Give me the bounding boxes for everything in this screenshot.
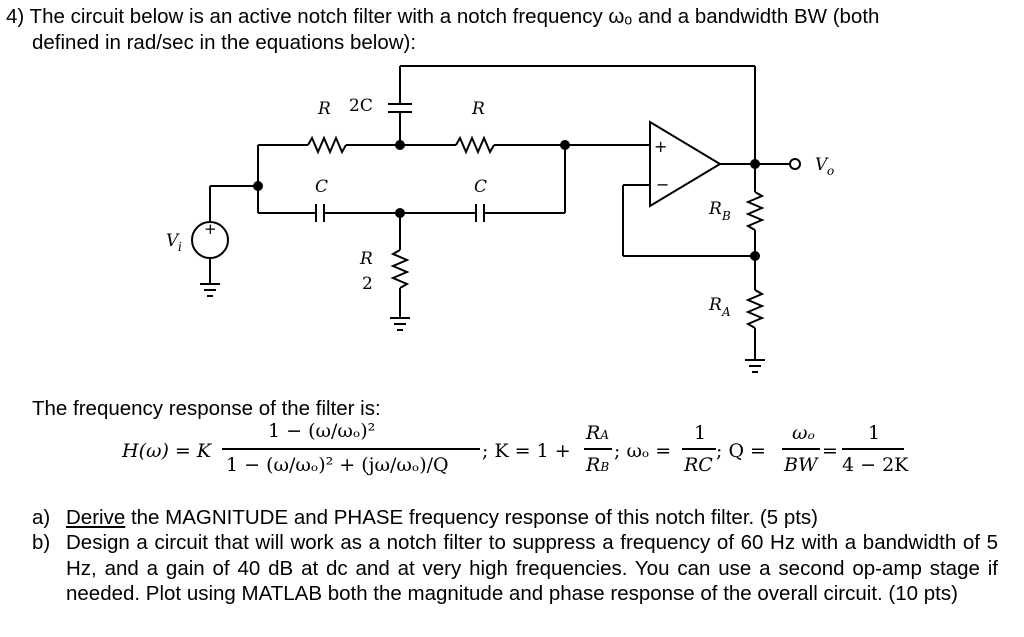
part-b-label: b)	[32, 531, 51, 554]
part-b-text: Design a circuit that will work as a not…	[66, 531, 998, 605]
label-r-top-right: R	[471, 99, 485, 119]
part-a-label: a)	[32, 506, 51, 529]
part-a: a) Derive the MAGNITUDE and PHASE freque…	[32, 505, 1012, 531]
q-numerator: ωₒ	[792, 422, 815, 444]
k-denominator: RB	[586, 454, 610, 476]
w-numerator: 1	[694, 422, 707, 444]
opamp-plus-sign: +	[654, 137, 667, 156]
junction-dot	[395, 140, 405, 150]
w-denominator: RC	[684, 454, 713, 476]
k-fraction-bar	[584, 448, 612, 450]
q-lhs: ; Q =	[716, 440, 766, 462]
q2-denominator: 4 − 2K	[842, 454, 909, 476]
h-denominator: 1 − (ω/ωₒ)² + (jω/ωₒ)/Q	[226, 454, 449, 476]
junction-dot	[560, 140, 570, 150]
response-heading: The frequency response of the filter is:	[32, 397, 381, 420]
label-r-half-num: R	[359, 249, 373, 269]
label-ra-sub: A	[721, 305, 731, 319]
output-terminal	[789, 158, 801, 170]
label-vin: V	[166, 231, 180, 251]
w-lhs: ; ωₒ =	[614, 440, 672, 462]
q-fraction-bar	[782, 448, 820, 450]
w-fraction-bar	[682, 448, 716, 450]
h-fraction-bar	[222, 448, 480, 450]
k-numerator: RA	[586, 422, 609, 444]
label-r-top-left: R	[317, 99, 331, 119]
label-r-half-den: 2	[362, 274, 373, 294]
junction-dot	[253, 181, 263, 191]
junction-dot	[750, 159, 760, 169]
opamp-minus-sign: −	[656, 175, 669, 194]
op-amp	[649, 120, 722, 208]
part-a-text: the MAGNITUDE and PHASE frequency respon…	[125, 506, 818, 529]
problem-line-2: defined in rad/sec in the equations belo…	[32, 31, 417, 54]
junction-dot	[750, 251, 760, 261]
label-c-right: C	[474, 177, 487, 197]
part-a-underlined: Derive	[66, 506, 126, 529]
label-ra: R	[708, 295, 722, 315]
part-b: b) Design a circuit that will work as a …	[32, 530, 1012, 635]
k-lhs: ; K = 1 +	[482, 440, 571, 462]
label-rb-sub: B	[721, 209, 731, 223]
q-denominator: BW	[784, 454, 818, 476]
resistor-ra	[745, 289, 765, 329]
h-lhs: H(ω) = K	[122, 440, 212, 462]
junction-dot	[395, 208, 405, 218]
resistor-r-top-right	[455, 135, 495, 155]
label-c-left: C	[315, 177, 328, 197]
label-2c: 2C	[349, 96, 373, 116]
label-rb: R	[708, 199, 722, 219]
resistor-rb	[745, 191, 765, 231]
label-vin-sub: i	[178, 240, 182, 254]
label-vout-sub: o	[827, 164, 834, 178]
label-vout: V	[815, 155, 829, 175]
problem-line-1: 4) The circuit below is an active notch …	[6, 5, 880, 28]
resistor-r-top-left	[307, 135, 347, 155]
q2-numerator: 1	[868, 422, 881, 444]
source-plus-sign: +	[204, 220, 217, 238]
resistor-r-half	[390, 249, 410, 289]
h-numerator: 1 − (ω/ωₒ)²	[268, 420, 376, 442]
q-equals: =	[822, 440, 838, 462]
q2-fraction-bar	[842, 448, 904, 450]
